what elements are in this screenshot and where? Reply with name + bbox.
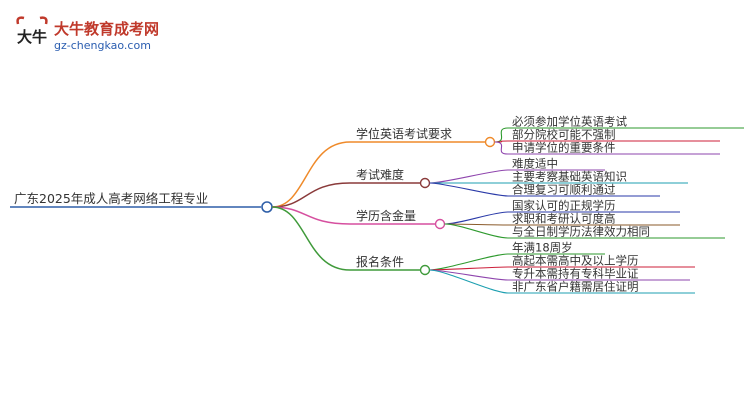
leaf-label: 申请学位的重要条件 (512, 141, 616, 155)
branch-node[interactable] (419, 177, 431, 189)
leaf-connector (494, 141, 509, 155)
bull-logo-icon: 大牛 (16, 16, 48, 46)
brand-header: 大牛 大牛教育成考网 gz-chengkao.com (14, 14, 194, 58)
leaf-label: 求职和考研认可度高 (512, 212, 616, 226)
leaf-label: 专升本需持有专科毕业证 (512, 267, 639, 281)
branch-connector (271, 141, 351, 208)
root-label: 广东2025年成人高考网络工程专业 (14, 191, 208, 206)
leaf-label: 必须参加学位英语考试 (512, 115, 627, 129)
leaf-connector (429, 269, 509, 281)
leaf-label: 非广东省户籍需居住证明 (512, 280, 639, 294)
leaf-label: 合理复习可顺利通过 (512, 183, 616, 197)
logo-text: 大牛 (17, 28, 47, 46)
branch-label: 学位英语考试要求 (356, 126, 452, 141)
leaf-connector (429, 182, 509, 197)
root-node[interactable] (261, 201, 273, 213)
branch-node[interactable] (434, 218, 446, 230)
brand-url: gz-chengkao.com (54, 39, 151, 52)
leaf-connector (444, 211, 509, 225)
leaf-label: 高起本需高中及以上学历 (512, 254, 639, 268)
branch-label: 学历含金量 (356, 208, 416, 223)
leaf-connector (429, 169, 509, 184)
branch-connector (271, 206, 351, 271)
leaf-label: 年满18周岁 (512, 241, 573, 255)
leaf-label: 主要考察基础英语知识 (512, 170, 627, 184)
branch-node[interactable] (484, 136, 496, 148)
leaf-label: 部分院校可能不强制 (512, 128, 616, 142)
leaf-label: 与全日制学历法律效力相同 (512, 225, 650, 239)
branch-connector (271, 182, 351, 208)
branch-node[interactable] (419, 264, 431, 276)
leaf-label: 国家认可的正规学历 (512, 199, 616, 213)
branch-label: 考试难度 (356, 167, 404, 182)
branch-label: 报名条件 (356, 254, 404, 269)
leaf-connector (429, 269, 509, 294)
brand-name: 大牛教育成考网 (54, 20, 160, 38)
leaf-connector (494, 127, 509, 143)
branch-connector (271, 206, 351, 225)
leaf-connector (444, 223, 509, 239)
leaf-label: 难度适中 (512, 157, 558, 171)
